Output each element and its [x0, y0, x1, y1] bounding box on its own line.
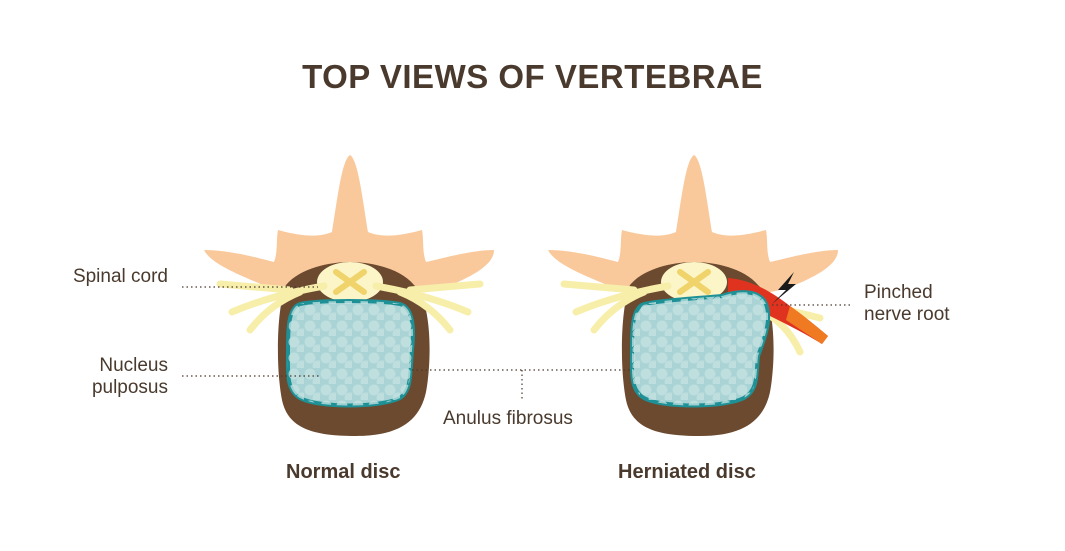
anulus-fibrosus-label: Anulus fibrosus: [443, 408, 643, 430]
normal-spinal-cord-mark: [333, 269, 367, 295]
nucleus-pulposus-label: Nucleus pulposus: [40, 355, 168, 399]
nucleus-pulposus-text: Nucleus pulposus: [91, 355, 168, 398]
herniated-disc-nucleus-texture: [631, 292, 769, 406]
herniated-vertebra: [548, 155, 838, 436]
normal-vertebra: [204, 155, 494, 436]
normal-disc-caption: Normal disc: [286, 461, 401, 483]
pinched-nerve-root-label: Pinched nerve root: [864, 282, 984, 326]
herniated-vertebra-processes: [548, 155, 838, 293]
normal-nerve-right: [372, 280, 484, 334]
normal-disc-nucleus-texture: [287, 301, 413, 406]
normal-nerve-left: [216, 280, 328, 334]
herniated-spinal-cord-mark: [677, 269, 711, 295]
pinched-nerve-root-tip: [786, 306, 828, 344]
leader-lines: [182, 286, 852, 400]
page-title: TOP VIEWS OF VERTEBRAE: [302, 58, 763, 95]
herniated-nerve-left: [560, 280, 672, 334]
spinal-cord-label: Spinal cord: [64, 266, 168, 288]
normal-vertebra-processes: [204, 155, 494, 293]
spinal-cord-text: Spinal cord: [72, 266, 168, 287]
herniated-disc-caption: Herniated disc: [618, 461, 756, 483]
pinched-nerve-root-text: Pinched nerve root: [864, 282, 950, 325]
pain-bolt-icon: [772, 272, 796, 304]
anulus-fibrosus-text: Anulus fibrosus: [443, 408, 573, 429]
